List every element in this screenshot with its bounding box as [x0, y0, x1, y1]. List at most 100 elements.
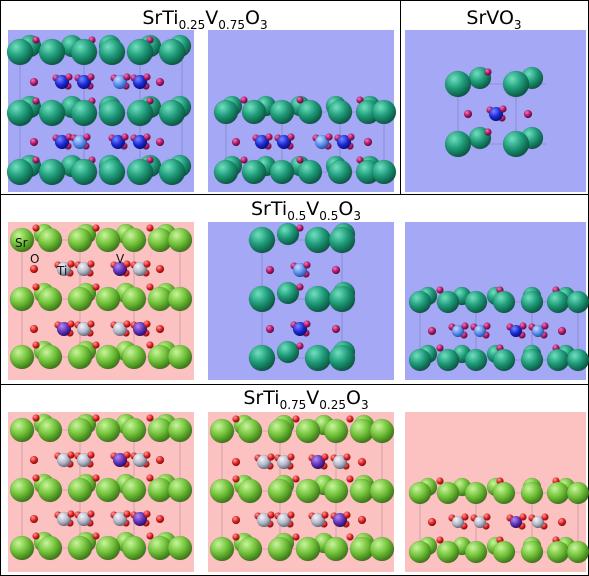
- o-atom: [231, 137, 241, 147]
- ti-atom: [132, 452, 148, 468]
- o-atom: [483, 513, 491, 521]
- o-atom: [557, 326, 567, 336]
- o-atom: [231, 457, 241, 467]
- o-atom: [146, 474, 154, 482]
- ti-atom: [473, 515, 487, 529]
- ti-atom: [56, 261, 72, 277]
- panel-r3-structure-b: [208, 412, 395, 572]
- sr-atom: [67, 535, 93, 561]
- sr-atom: [327, 99, 353, 125]
- ti-atom: [132, 261, 148, 277]
- sr-atom: [371, 159, 397, 185]
- sr-atom: [158, 158, 186, 186]
- panel-r3-structure-c: [405, 412, 589, 572]
- sr-atom: [37, 344, 63, 370]
- sr-atom: [492, 290, 516, 314]
- sr-atom: [167, 227, 193, 253]
- o-atom: [67, 320, 75, 328]
- o-atom: [287, 511, 295, 519]
- o-atom: [155, 77, 165, 87]
- sr-atom: [464, 348, 488, 372]
- sr-atom: [67, 344, 93, 370]
- o-atom: [87, 260, 95, 268]
- v-atom: [132, 321, 148, 337]
- sr-atom: [295, 536, 321, 562]
- o-atom: [427, 326, 437, 336]
- sr-atom: [241, 159, 267, 185]
- sr-atom: [492, 481, 516, 505]
- o-atom: [146, 156, 154, 164]
- v-atom: [531, 324, 545, 338]
- title-row2: SrTi0.5V0.5O3: [251, 198, 361, 223]
- o-atom: [541, 513, 549, 521]
- sr-atom: [492, 540, 516, 564]
- sr-atom: [323, 478, 349, 504]
- o-atom: [499, 105, 507, 113]
- o-atom: [303, 261, 311, 269]
- sr-atom: [209, 478, 235, 504]
- sr-atom: [502, 70, 530, 98]
- o-atom: [483, 322, 491, 330]
- panel-r3-structure-a: [8, 412, 194, 572]
- sr-atom: [502, 130, 530, 158]
- o-atom: [287, 133, 295, 141]
- o-atom: [557, 517, 567, 527]
- o-atom: [146, 36, 154, 44]
- sr-atom: [328, 344, 356, 372]
- sr-atom: [121, 286, 147, 312]
- v-label: V: [116, 252, 125, 266]
- sr-atom: [267, 536, 293, 562]
- v-atom: [314, 134, 330, 150]
- ti-atom: [310, 512, 326, 528]
- panel-background: [208, 222, 394, 380]
- sr-atom: [566, 348, 589, 372]
- panel-r2-structure-c: [405, 222, 589, 380]
- sr-atom: [98, 99, 126, 127]
- o-atom: [463, 109, 473, 119]
- v-atom: [112, 74, 128, 90]
- sr-atom: [167, 344, 193, 370]
- o-atom: [83, 133, 91, 141]
- sr-atom: [9, 535, 35, 561]
- sr-atom: [546, 348, 570, 372]
- sr-atom: [520, 348, 544, 372]
- sr-atom: [67, 286, 93, 312]
- sr-atom: [6, 38, 34, 66]
- o-atom: [461, 513, 469, 521]
- v-atom: [254, 134, 270, 150]
- sr-atom: [520, 481, 544, 505]
- o-atom: [123, 510, 131, 518]
- o-atom: [519, 513, 527, 521]
- o-atom: [123, 320, 131, 328]
- ti-label: Ti: [56, 264, 67, 278]
- o-atom: [29, 77, 39, 87]
- v-atom: [292, 262, 308, 278]
- o-atom: [155, 455, 165, 465]
- o-atom: [292, 415, 300, 423]
- sr-atom: [209, 418, 235, 444]
- o-atom: [436, 536, 444, 544]
- v-atom: [509, 515, 523, 529]
- title-row1-right: SrVO3: [466, 7, 521, 32]
- sr-atom: [38, 99, 66, 127]
- o-atom: [146, 532, 154, 540]
- o-atom: [346, 475, 354, 483]
- o-atom: [232, 415, 240, 423]
- o-atom: [87, 73, 95, 81]
- o-atom: [436, 477, 444, 485]
- o-atom: [32, 283, 40, 291]
- panel-r1-structure-a: [6, 30, 194, 192]
- sr-atom: [37, 535, 63, 561]
- o-atom: [296, 156, 304, 164]
- o-atom: [32, 532, 40, 540]
- sr-atom: [269, 159, 295, 185]
- sr-atom: [121, 227, 147, 253]
- v-atom: [292, 321, 308, 337]
- o-atom: [240, 156, 248, 164]
- sr-label: Sr: [15, 236, 28, 250]
- sr-atom: [9, 227, 35, 253]
- sr-atom: [70, 99, 98, 127]
- o-atom: [296, 96, 304, 104]
- o-atom: [32, 97, 40, 105]
